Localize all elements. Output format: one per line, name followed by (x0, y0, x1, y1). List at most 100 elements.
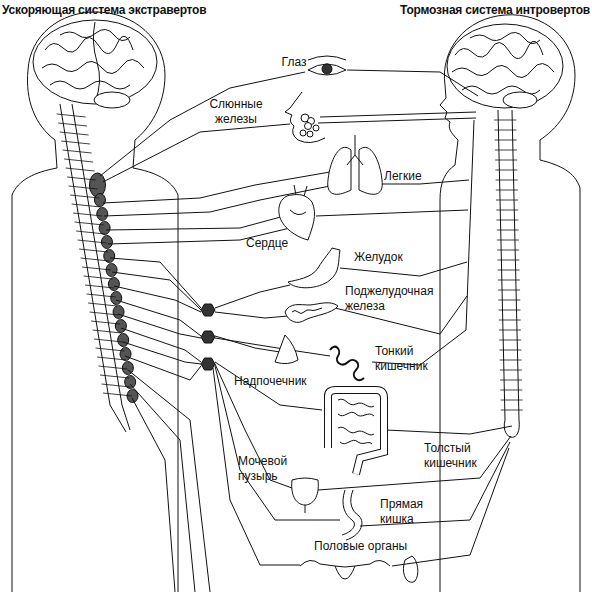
sympathetic-nerve (215, 338, 330, 356)
organ-label: Сердце (246, 236, 296, 251)
ganglion (201, 331, 215, 343)
spine-segment (499, 340, 521, 341)
salivary-glands (305, 123, 312, 130)
spine-segment (85, 285, 114, 288)
sympathetic-nerve (130, 384, 195, 592)
spine-segment (102, 384, 131, 387)
adrenal-gland (275, 335, 298, 364)
organ-label: Половые органы (314, 539, 434, 554)
spine-segment (69, 186, 98, 189)
spine-segment (57, 114, 86, 117)
organ-label: Мочевой пузырь (238, 454, 300, 484)
large-intestine (328, 390, 384, 474)
brain (42, 22, 144, 102)
spine-segment (496, 200, 518, 201)
body-outline (12, 12, 580, 592)
spine-segment (100, 375, 129, 378)
brain (33, 20, 157, 104)
spine-segment (497, 260, 519, 261)
lungs (328, 147, 351, 194)
organ-label: Легкие (384, 169, 434, 184)
spine-segment (81, 258, 110, 261)
sympathetic-nerve (215, 336, 280, 352)
heart (279, 195, 315, 240)
spine-segment (91, 321, 120, 324)
sympathetic-nerve (112, 272, 201, 310)
bladder (305, 505, 306, 513)
parasympathetic-nerve (318, 118, 476, 123)
brain (503, 92, 537, 108)
spine-segment (494, 130, 516, 131)
sympathetic-nerve (114, 286, 201, 312)
eye (308, 56, 346, 60)
sympathetic-nerve (106, 215, 288, 230)
sympathetic-nerve (132, 398, 175, 592)
sympathetic-nerve (128, 370, 210, 592)
brain (33, 20, 563, 108)
brain (94, 92, 130, 108)
spine-segment (93, 330, 122, 333)
parasympathetic-nerve (316, 210, 468, 216)
system-heading: Ускоряющая система экстравертов (2, 3, 232, 18)
ganglion (201, 304, 215, 316)
organ-label: Толстый кишечник (424, 441, 494, 471)
spine-segment (497, 230, 519, 231)
salivary-glands (313, 125, 319, 131)
sympathetic-nerve (118, 314, 201, 338)
salivary-glands (307, 131, 313, 137)
spine-segment (67, 177, 96, 180)
parasympathetic-nerve (320, 112, 476, 117)
spinal-cord (498, 110, 519, 437)
sympathetic-nerve (100, 72, 305, 176)
spine-segment (78, 240, 107, 243)
spine-segment (76, 231, 105, 234)
sympathetic-nerve (100, 72, 340, 592)
spine-segment (496, 190, 518, 191)
spine-segment (496, 210, 518, 211)
organ-label: Слюнные железы (205, 97, 267, 127)
spine-segment (495, 150, 517, 151)
parasympathetic-nerve (386, 426, 512, 434)
spine-segment (501, 410, 523, 411)
spine-segment (500, 380, 522, 381)
lungs (328, 135, 383, 194)
body-outline (440, 15, 575, 140)
sympathetic-nerve (103, 124, 290, 182)
adrenal-gland (275, 335, 298, 364)
bladder (292, 478, 319, 505)
sympathetic-nerve (213, 368, 300, 565)
organ-label: Тонкий кишечник (375, 344, 445, 374)
spine-segment (99, 366, 128, 369)
ganglion (201, 358, 215, 370)
bladder (292, 478, 319, 513)
brain (452, 32, 554, 94)
spine-segment (60, 132, 89, 135)
spine-segment (497, 240, 519, 241)
lungs (359, 147, 382, 194)
spine-segment (57, 114, 523, 410)
salivary-glands (285, 92, 325, 143)
body-outline (540, 140, 580, 592)
spine-segment (88, 303, 117, 306)
spine-segment (494, 120, 516, 121)
spine-segment (90, 312, 119, 315)
spine-segment (500, 370, 522, 371)
spine-segment (84, 276, 113, 279)
sympathetic-nerve (215, 362, 322, 410)
organ-label: Надпочечник (234, 374, 314, 389)
small-intestine (330, 347, 364, 380)
spine-segment (94, 339, 123, 342)
heart (279, 185, 315, 240)
spine-segment (500, 390, 522, 391)
small-intestine (330, 347, 364, 380)
body-outline (12, 140, 57, 592)
spine-segment (66, 168, 95, 171)
system-heading: Тормозная система интровертов (362, 3, 590, 18)
genitals (300, 556, 418, 582)
spine-segment (79, 249, 108, 252)
sympathetic-chain (89, 173, 105, 197)
sympathetic-nerve (215, 366, 340, 520)
brain (447, 24, 563, 108)
